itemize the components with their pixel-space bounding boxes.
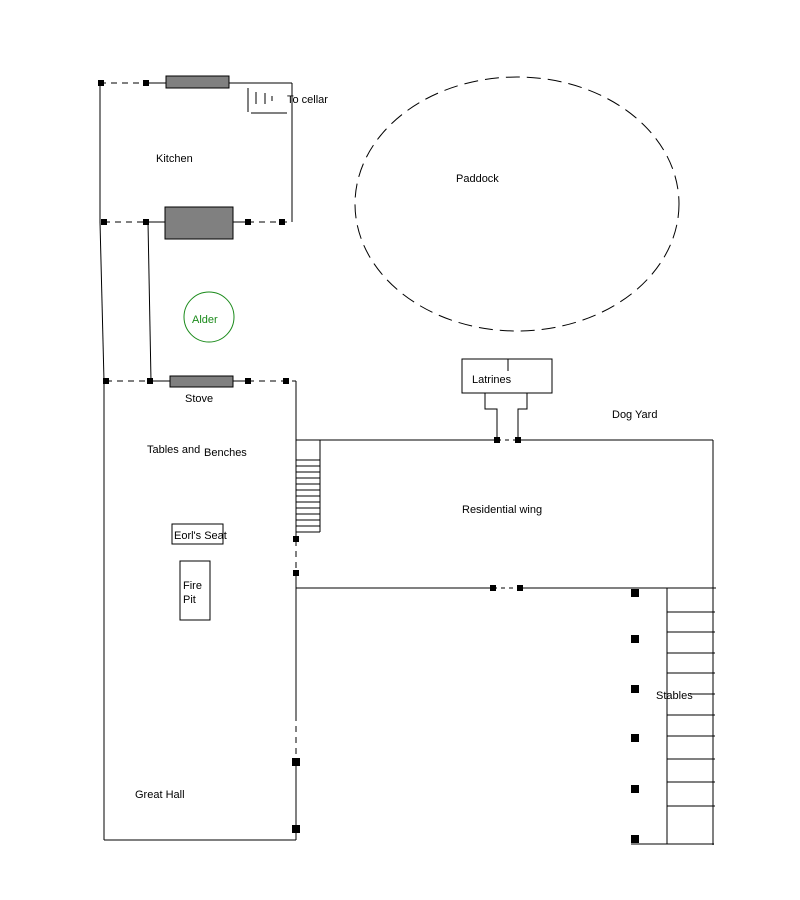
- dog-yard-label: Dog Yard: [612, 409, 657, 421]
- benches-label: Benches: [204, 447, 247, 459]
- fire-pit: [179, 560, 211, 621]
- cellar-stairs: [247, 88, 287, 114]
- residential-wing: Residential wing: [296, 437, 716, 845]
- paddock: [354, 76, 680, 332]
- great-hall-label: Great Hall: [135, 789, 185, 801]
- alder-tree: [183, 291, 235, 343]
- paddock-label: Paddock: [456, 173, 499, 185]
- eorls-seat: [171, 523, 224, 545]
- latrines-label: Latrines: [472, 374, 512, 386]
- kitchen: To cellar Kitchen: [98, 75, 328, 240]
- stove-label: Stove: [185, 393, 213, 405]
- kitchen-hearth-top: [165, 75, 230, 89]
- latrines: Latrines: [461, 358, 553, 440]
- pit-label: Pit: [183, 594, 196, 606]
- kitchen-label: Kitchen: [156, 153, 193, 165]
- kitchen-hearth: [164, 206, 234, 240]
- eorls-seat-label: Eorl's Seat: [174, 530, 227, 542]
- hall-stairs: [296, 439, 321, 533]
- stables: Stables: [631, 588, 715, 845]
- stables-label: Stables: [656, 690, 693, 702]
- residential-wing-label: Residential wing: [462, 504, 542, 516]
- great-hall: Stove Tables and Benches Eorl's Seat Fir…: [103, 375, 300, 841]
- stove: [169, 375, 234, 388]
- to-cellar-label: To cellar: [287, 94, 328, 106]
- tables-label: Tables and: [147, 444, 200, 456]
- alder-label: Alder: [192, 314, 218, 326]
- fire-label: Fire: [183, 580, 202, 592]
